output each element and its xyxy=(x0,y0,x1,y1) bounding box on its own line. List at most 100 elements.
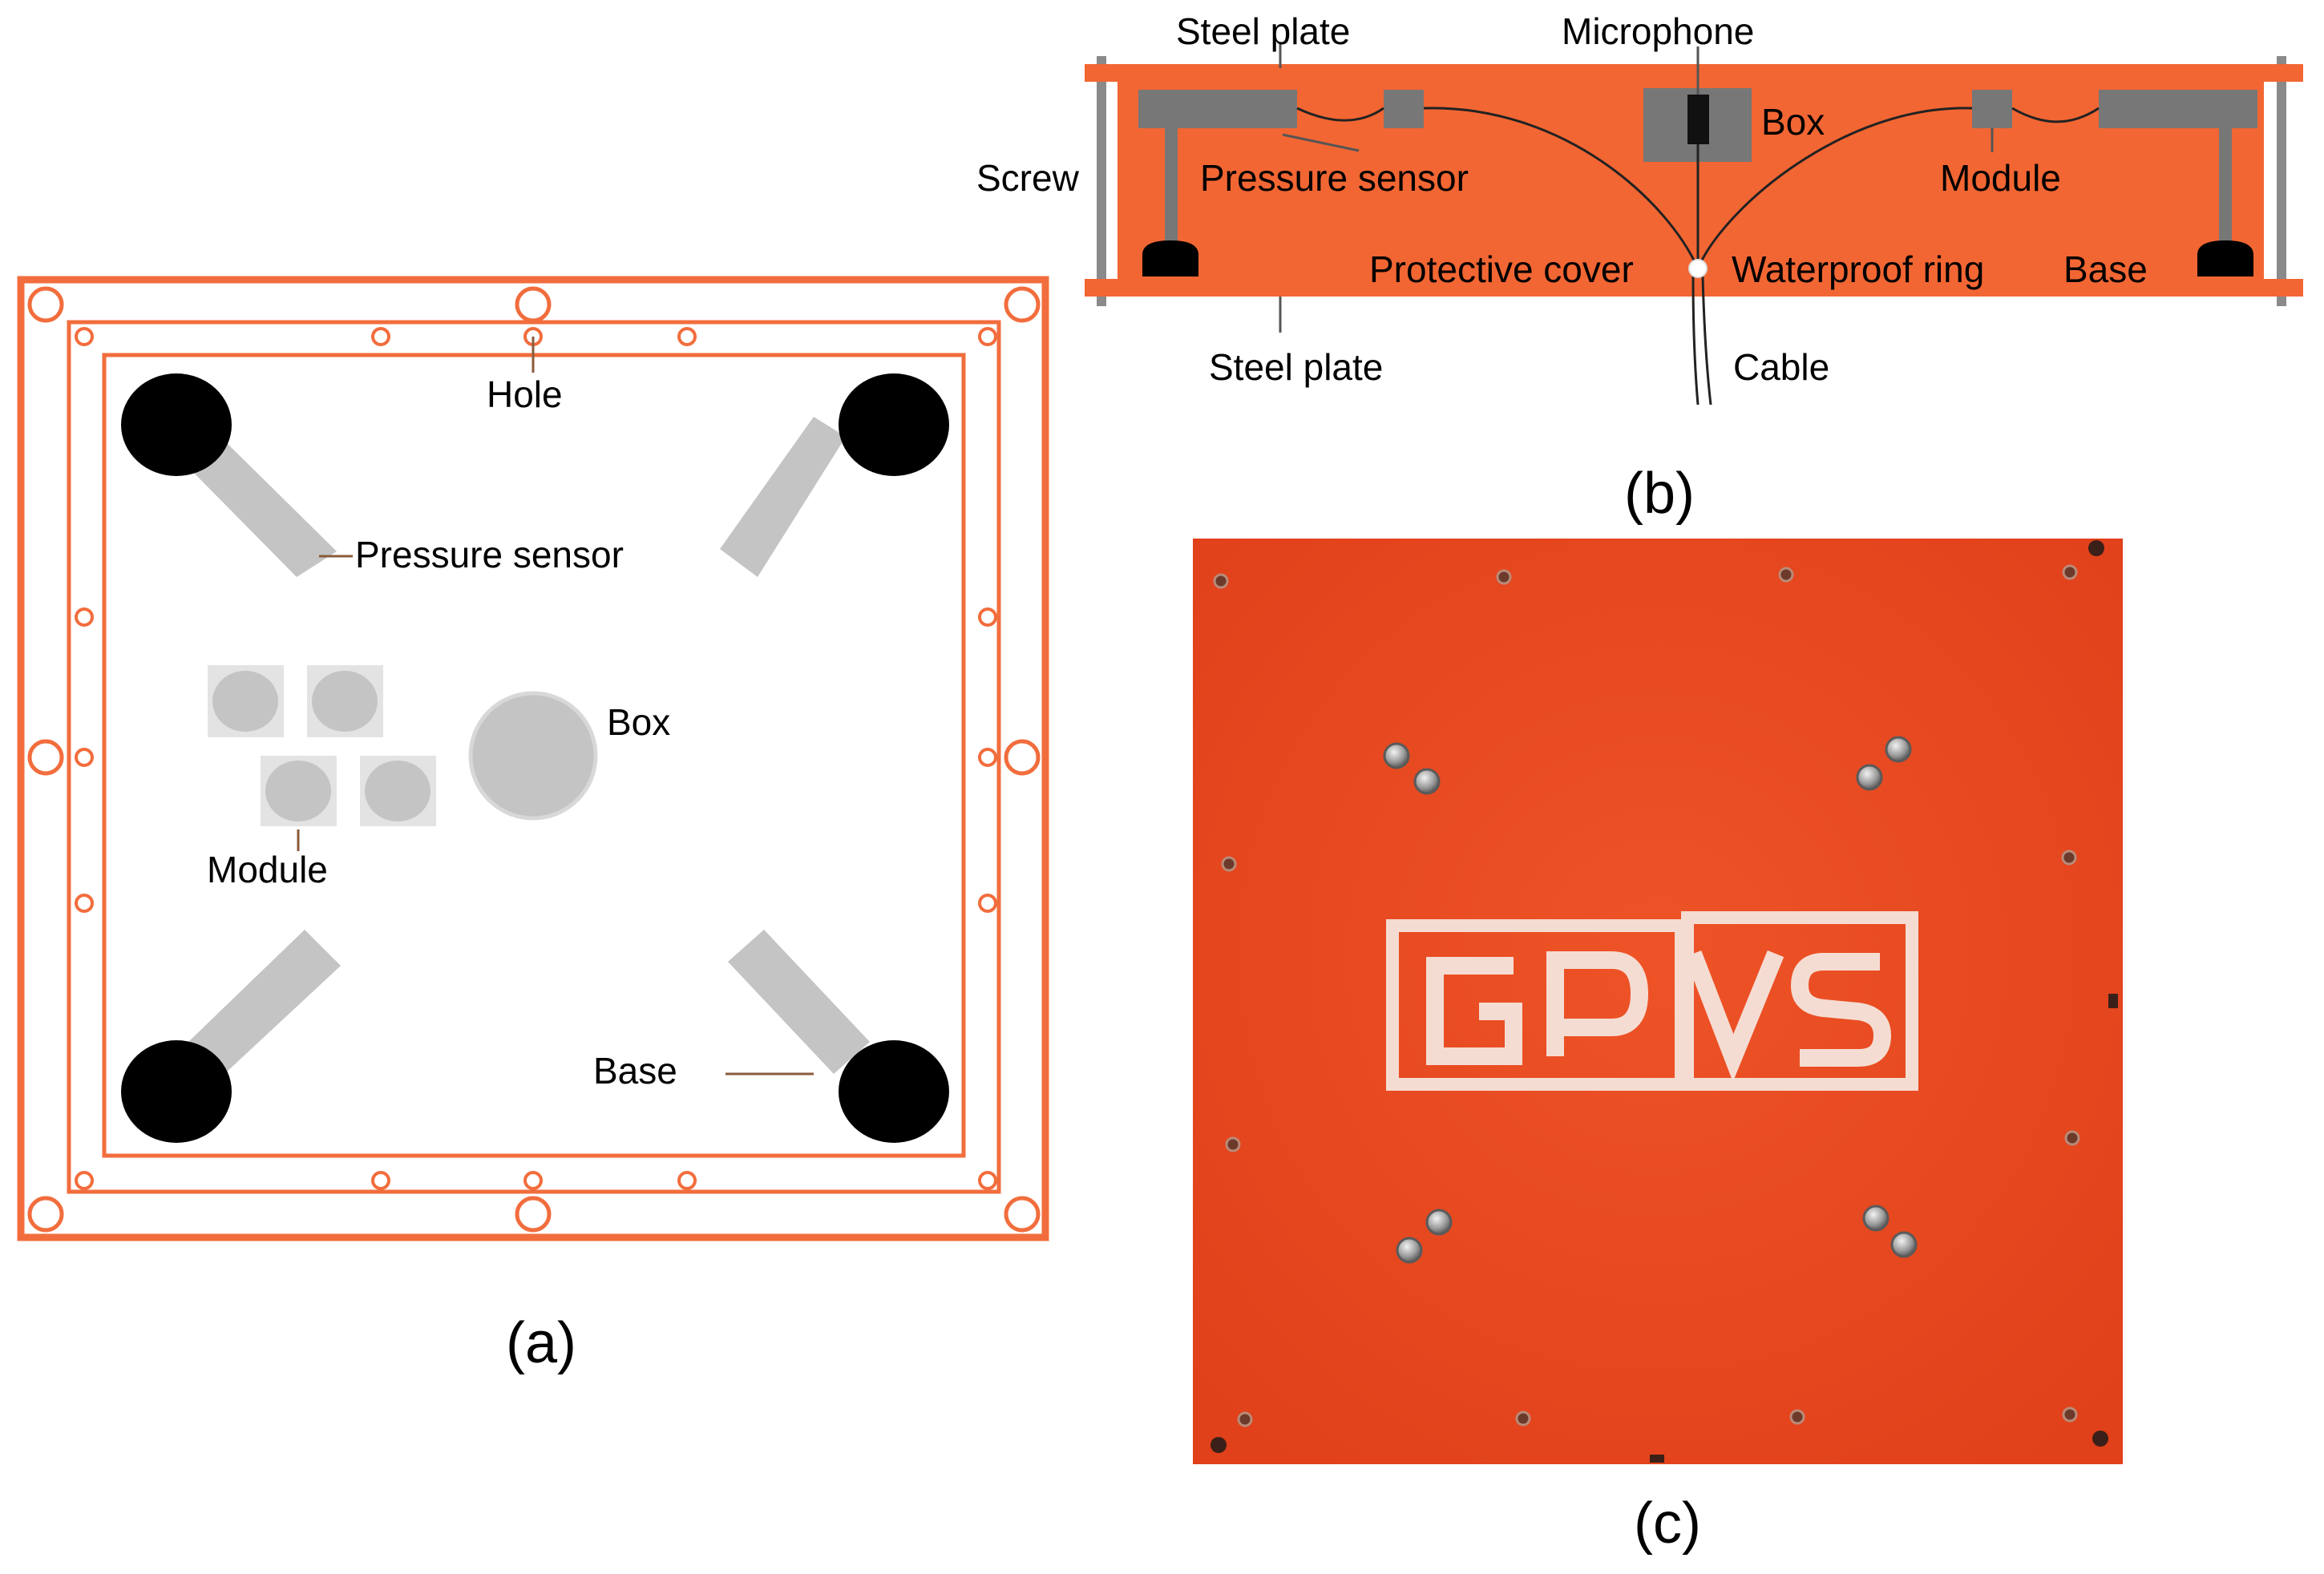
label-waterproof-ring: Waterproof ring xyxy=(1732,248,1984,290)
edge-screws xyxy=(1213,564,2080,1427)
module-right xyxy=(1972,90,2012,128)
leader-lines-b xyxy=(1279,44,1994,333)
stencil-letter xyxy=(1684,950,1784,1082)
bolt xyxy=(1413,768,1441,795)
bolt xyxy=(1396,1237,1423,1264)
pressure-sensor-left xyxy=(1138,90,1297,128)
pressure-sensors xyxy=(184,417,870,1074)
small-hole xyxy=(75,894,94,913)
outer-holes xyxy=(27,286,1041,1233)
screw xyxy=(2277,56,2286,306)
stencil-letters xyxy=(1426,950,1892,1082)
hole xyxy=(27,1196,64,1233)
corner-mark xyxy=(2108,994,2118,1008)
bolt xyxy=(1862,1205,1890,1232)
modules xyxy=(208,665,436,826)
edge-screw xyxy=(2062,1407,2078,1423)
label-steel-plate-bottom: Steel plate xyxy=(1209,346,1383,388)
bolt xyxy=(1885,736,1912,763)
outer-frame xyxy=(17,276,1049,1241)
corner-mark xyxy=(2092,1431,2108,1447)
microphone xyxy=(1687,95,1709,144)
small-hole xyxy=(978,327,997,346)
label-cable: Cable xyxy=(1733,346,1829,388)
edge-screw xyxy=(1778,567,1794,583)
small-hole xyxy=(75,1171,94,1190)
label-base: Base xyxy=(593,1050,677,1092)
bolt xyxy=(1425,1209,1453,1236)
small-hole xyxy=(75,748,94,767)
wire xyxy=(1423,107,1700,269)
hole xyxy=(27,739,64,776)
base-foot xyxy=(121,373,232,476)
edge-screw xyxy=(1496,569,1512,585)
post-left xyxy=(1165,128,1178,244)
box-circle xyxy=(468,691,598,821)
edge-screw xyxy=(2061,850,2077,866)
steel-plate-top xyxy=(1085,64,2303,82)
label-pressure-sensor: Pressure sensor xyxy=(355,534,624,575)
hole xyxy=(515,286,552,323)
wires xyxy=(1296,107,2100,406)
hole xyxy=(27,286,64,323)
screw xyxy=(1097,56,1106,306)
cable xyxy=(1691,276,1700,406)
small-hole xyxy=(371,1171,390,1190)
label-hole: Hole xyxy=(487,373,563,415)
small-hole xyxy=(978,894,997,913)
label-box: Box xyxy=(607,701,670,743)
stencil-frames xyxy=(1386,911,1918,1091)
pressure-sensor-strip xyxy=(720,417,846,577)
wire xyxy=(1696,107,1973,269)
panel-a: Hole Pressure sensor Box Module Base (a) xyxy=(17,276,1049,1375)
module-circle xyxy=(312,671,378,732)
bases xyxy=(121,373,949,1143)
pressure-sensor-leader xyxy=(1282,133,1360,152)
small-hole xyxy=(371,327,390,346)
post-right xyxy=(2219,128,2232,244)
label-module: Module xyxy=(207,849,328,890)
bolt xyxy=(1383,742,1410,769)
edge-screw xyxy=(2062,564,2078,580)
module-left xyxy=(1384,90,1424,128)
label-box-b: Box xyxy=(1761,101,1825,143)
base-foot xyxy=(121,1040,232,1143)
edge-screw xyxy=(1213,573,1229,589)
waterproof-ring xyxy=(1688,259,1708,278)
edge-screw xyxy=(1221,856,1237,872)
small-hole xyxy=(978,748,997,767)
corner-mark xyxy=(2088,540,2104,556)
photo-plate xyxy=(1193,539,2123,1464)
small-hole xyxy=(677,327,697,346)
label-pressure-sensor-b: Pressure sensor xyxy=(1200,157,1469,199)
hole xyxy=(1004,286,1041,323)
edge-screw xyxy=(2064,1130,2080,1146)
edge-screw xyxy=(1515,1411,1531,1427)
edge-screw xyxy=(1237,1411,1253,1427)
module-circle xyxy=(265,761,331,821)
bolt xyxy=(1890,1231,1918,1258)
caption-c: (c) xyxy=(1634,1491,1701,1556)
wire xyxy=(2011,107,2100,123)
stencil-letter xyxy=(1426,957,1522,1065)
bolt xyxy=(1856,764,1883,791)
panel-c: (c) xyxy=(1193,539,2123,1556)
base-foot xyxy=(839,373,949,476)
wire xyxy=(1296,107,1384,122)
label-module-b: Module xyxy=(1940,157,2061,199)
small-hole xyxy=(978,607,997,627)
caption-b: (b) xyxy=(1624,462,1695,526)
module-circle xyxy=(365,761,430,821)
corner-mark xyxy=(1211,1437,1227,1453)
corner-mark xyxy=(1650,1455,1664,1463)
edge-screw xyxy=(1225,1136,1241,1152)
small-hole xyxy=(75,607,94,627)
inner-holes xyxy=(75,327,997,1190)
hole xyxy=(1004,1196,1041,1233)
corner-marks xyxy=(1211,540,2118,1463)
small-hole xyxy=(75,327,94,346)
edge-screw xyxy=(1789,1409,1805,1425)
caption-a: (a) xyxy=(506,1311,576,1375)
pressure-sensor-strip xyxy=(728,930,870,1074)
